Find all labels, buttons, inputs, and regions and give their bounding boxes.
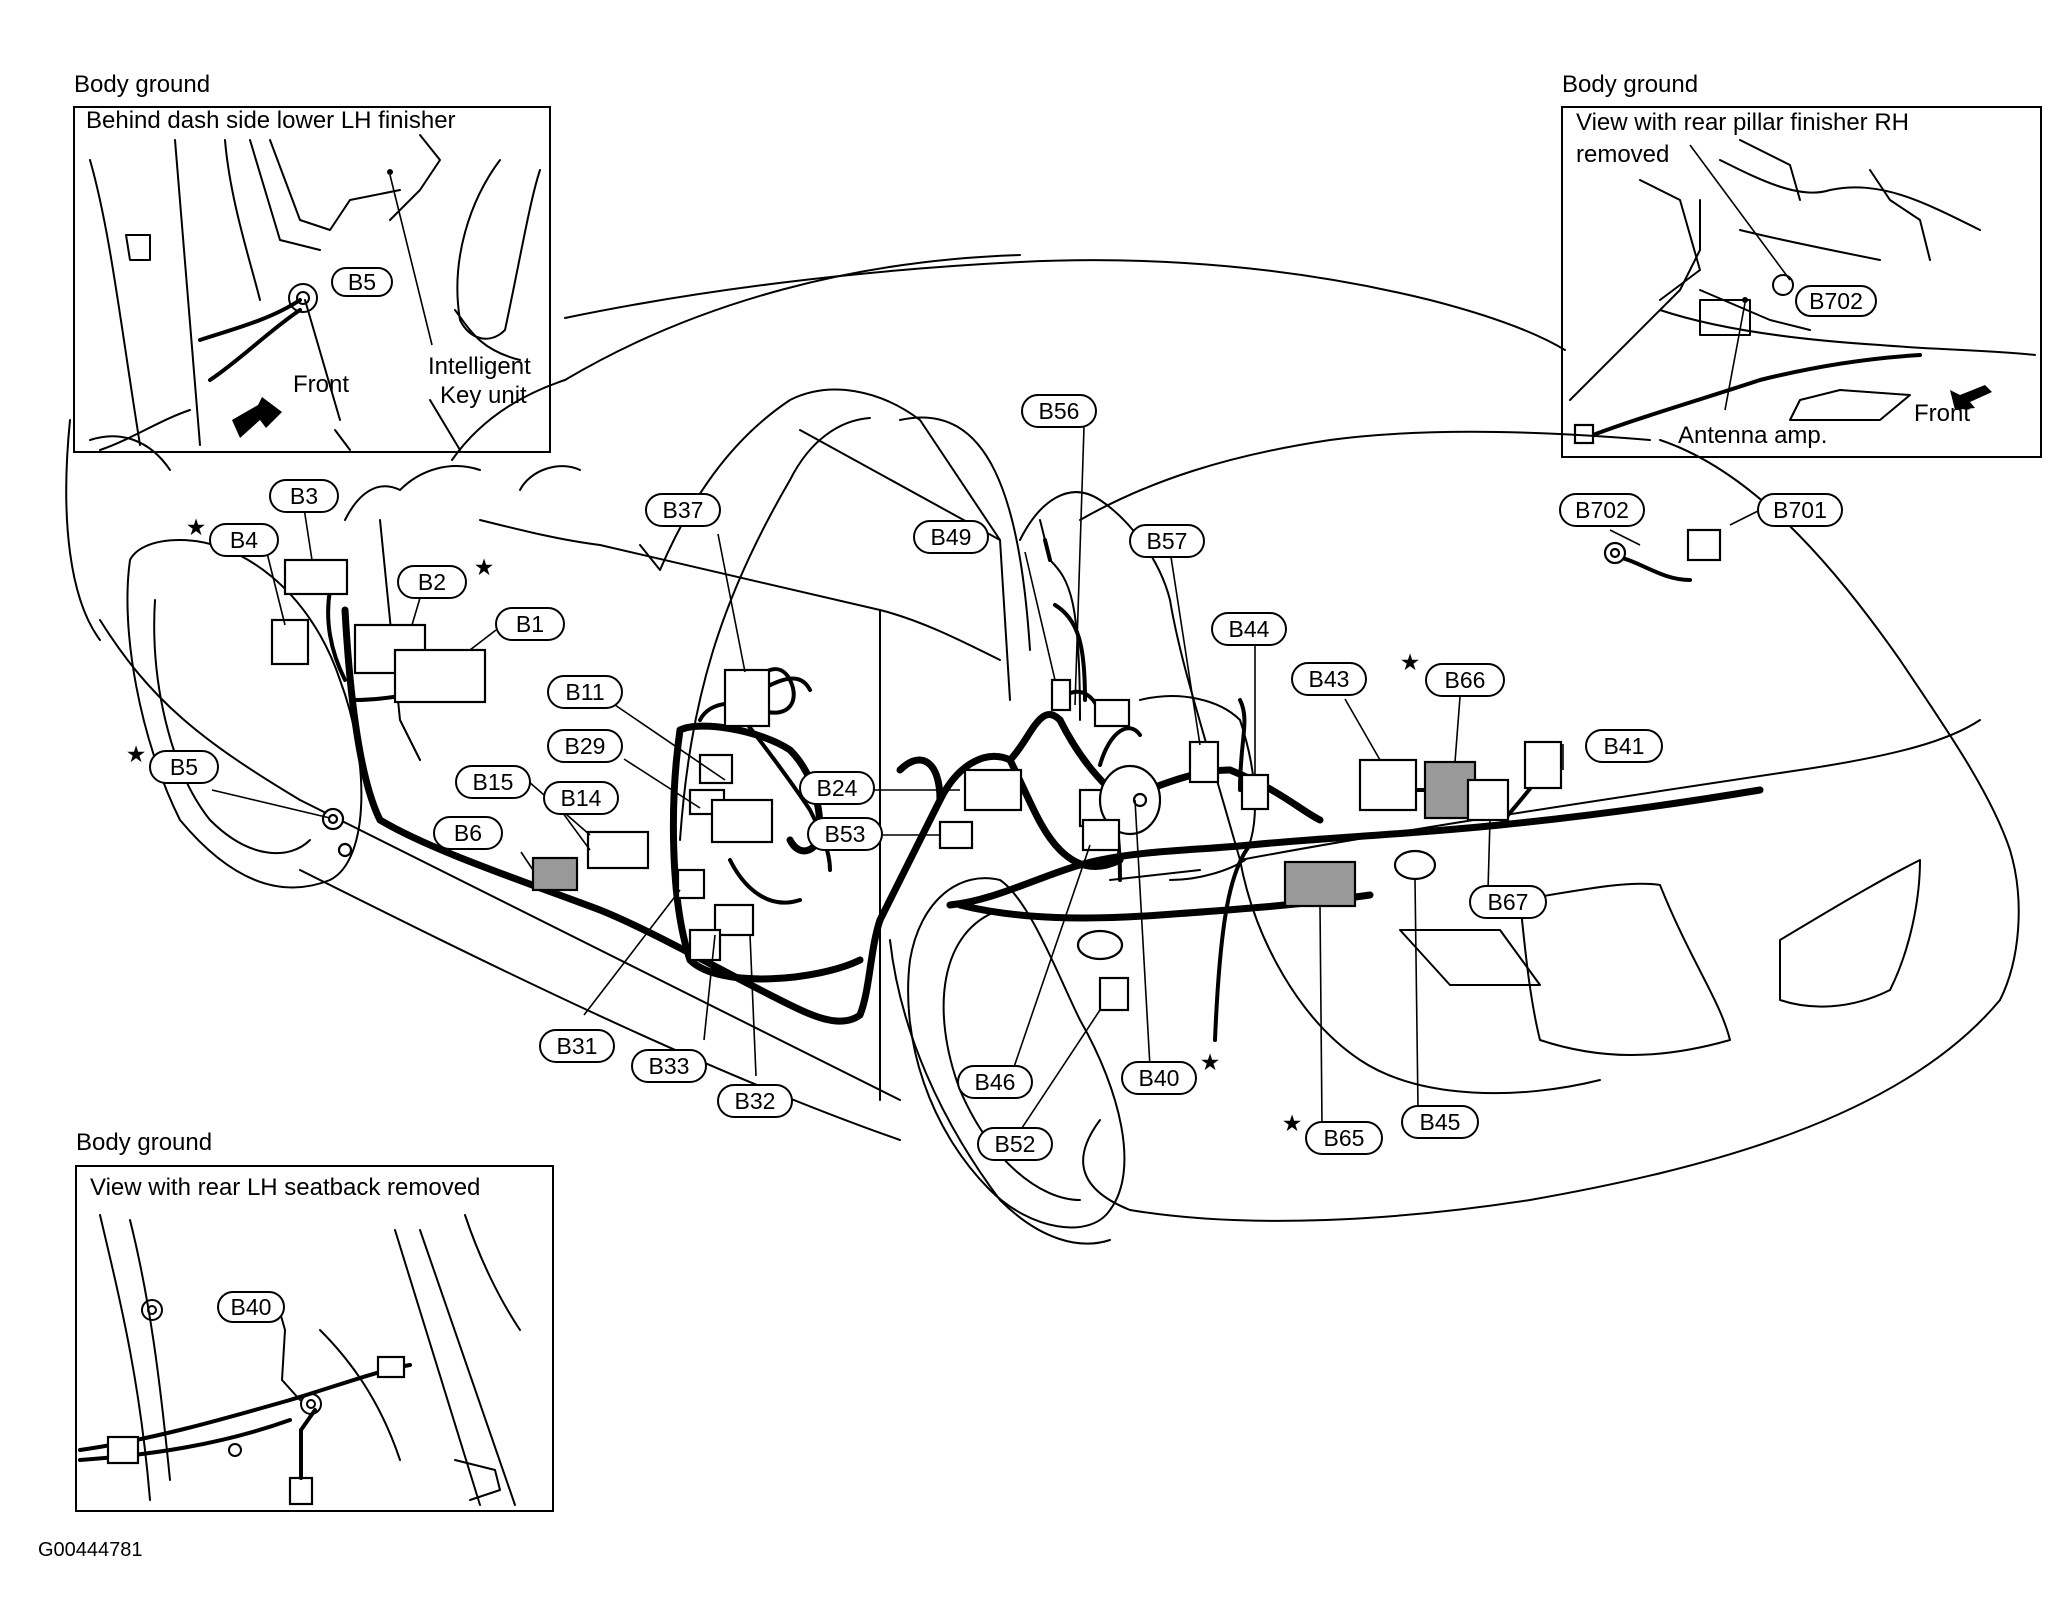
callout-b702-inset: [1795, 285, 1877, 317]
callout-b2: B2 ★: [397, 554, 495, 599]
svg-text:B3: B3: [290, 483, 318, 509]
inset-title: Body ground: [76, 1129, 212, 1156]
callout-b702-inset-label: B702: [1809, 288, 1863, 314]
inset-subtitle: View with rear LH seatback removed: [90, 1174, 480, 1201]
svg-text:B701: B701: [1773, 497, 1827, 523]
svg-text:B45: B45: [1420, 1109, 1461, 1135]
callout-b32: B32: [717, 1084, 793, 1118]
callout-b33: B33: [631, 1049, 707, 1083]
inset-bottom-left: Body ground View with rear LH seatback r…: [75, 1129, 554, 1512]
svg-text:B15: B15: [473, 769, 514, 795]
svg-text:B1: B1: [516, 611, 544, 637]
svg-text:B14: B14: [561, 785, 602, 811]
svg-text:B40: B40: [1139, 1065, 1180, 1091]
callout-b43: B43: [1291, 662, 1367, 696]
callout-b41: B41: [1585, 729, 1663, 763]
callout-b5: B5 ★: [126, 741, 219, 784]
svg-text:B49: B49: [931, 524, 972, 550]
callout-b1: B1: [495, 607, 565, 641]
callout-b24: B24: [799, 771, 875, 805]
star-marker: ★: [1282, 1110, 1303, 1136]
inset-frame: [75, 1165, 554, 1512]
svg-text:B5: B5: [170, 754, 198, 780]
callout-b3: B3: [269, 479, 339, 513]
callout-b29: B29: [547, 729, 623, 763]
inset-subtitle-1: View with rear pillar finisher RH: [1576, 109, 1909, 136]
svg-text:B29: B29: [565, 733, 606, 759]
svg-text:B24: B24: [817, 775, 858, 801]
star-marker: ★: [186, 514, 207, 540]
callout-b11: B11: [547, 675, 623, 709]
svg-text:B52: B52: [995, 1131, 1036, 1157]
callout-b53: B53: [807, 817, 883, 851]
front-label: Front: [293, 371, 349, 398]
svg-text:B32: B32: [735, 1088, 776, 1114]
callout-b31: B31: [539, 1029, 615, 1063]
svg-text:B37: B37: [663, 497, 704, 523]
callout-b65: B65 ★: [1282, 1110, 1383, 1155]
callout-b6: B6: [433, 816, 503, 850]
svg-text:B57: B57: [1147, 528, 1188, 554]
callout-b44: B44: [1211, 612, 1287, 646]
svg-text:B41: B41: [1604, 733, 1645, 759]
svg-text:B31: B31: [557, 1033, 598, 1059]
inset-title: Body ground: [1562, 71, 1698, 98]
callout-b4: B4 ★: [186, 514, 279, 557]
svg-text:B702: B702: [1575, 497, 1629, 523]
callout-b15: B15: [455, 765, 531, 799]
callout-b67: B67: [1469, 885, 1547, 919]
inset-illustration: [78, 1214, 521, 1506]
callout-b66: B66 ★: [1400, 649, 1505, 697]
inset-title: Body ground: [74, 71, 210, 98]
svg-text:B67: B67: [1488, 889, 1529, 915]
callout-b702: B702: [1559, 493, 1645, 527]
star-marker: ★: [1400, 649, 1421, 675]
svg-text:B66: B66: [1445, 667, 1486, 693]
callout-b45: B45: [1401, 1105, 1479, 1139]
svg-text:B4: B4: [230, 527, 258, 553]
callout-b14: B14: [543, 781, 619, 815]
svg-text:B46: B46: [975, 1069, 1016, 1095]
svg-text:B6: B6: [454, 820, 482, 846]
figure-code: G00444781: [38, 1539, 143, 1561]
callout-b57: B57: [1129, 524, 1205, 558]
svg-text:B53: B53: [825, 821, 866, 847]
callout-b52: B52: [977, 1127, 1053, 1161]
callout-b37: B37: [645, 493, 721, 527]
antenna-amp-label: Antenna amp.: [1678, 422, 1827, 449]
svg-text:B65: B65: [1324, 1125, 1365, 1151]
inset-illustration: [1569, 139, 2036, 445]
intelligent-key-label-1: Intelligent: [428, 353, 531, 380]
svg-text:B33: B33: [649, 1053, 690, 1079]
callout-b5-inset-label: B5: [348, 269, 376, 295]
callout-b46: B46: [957, 1065, 1033, 1099]
svg-text:B2: B2: [418, 569, 446, 595]
front-label: Front: [1914, 400, 1970, 427]
callout-b56: B56: [1021, 394, 1097, 428]
inset-top-right: Body ground View with rear pillar finish…: [1561, 71, 2042, 458]
leader-lines: [211, 426, 1761, 1141]
callout-b701: B701: [1757, 493, 1843, 527]
star-marker: ★: [1200, 1049, 1221, 1075]
callout-b5-inset: [331, 267, 393, 297]
inset-frame: [73, 106, 551, 453]
callout-b40-inset-label: B40: [231, 1294, 272, 1320]
connector-parts: [270, 528, 1722, 1012]
inset-top-left: Body ground Behind dash side lower LH fi…: [73, 71, 551, 453]
inset-illustration: [89, 134, 541, 451]
callout-b40: B40 ★: [1121, 1049, 1221, 1095]
svg-text:B44: B44: [1229, 616, 1270, 642]
svg-text:B11: B11: [565, 679, 604, 705]
star-marker: ★: [474, 554, 495, 580]
callout-b49: B49: [913, 520, 989, 554]
inset-subtitle: Behind dash side lower LH finisher: [86, 107, 456, 134]
inset-subtitle-2: removed: [1576, 141, 1669, 168]
intelligent-key-label-2: Key unit: [440, 382, 527, 409]
svg-text:B56: B56: [1039, 398, 1080, 424]
star-marker: ★: [126, 741, 147, 767]
svg-text:B43: B43: [1309, 666, 1350, 692]
callout-b40-inset: [217, 1291, 285, 1323]
